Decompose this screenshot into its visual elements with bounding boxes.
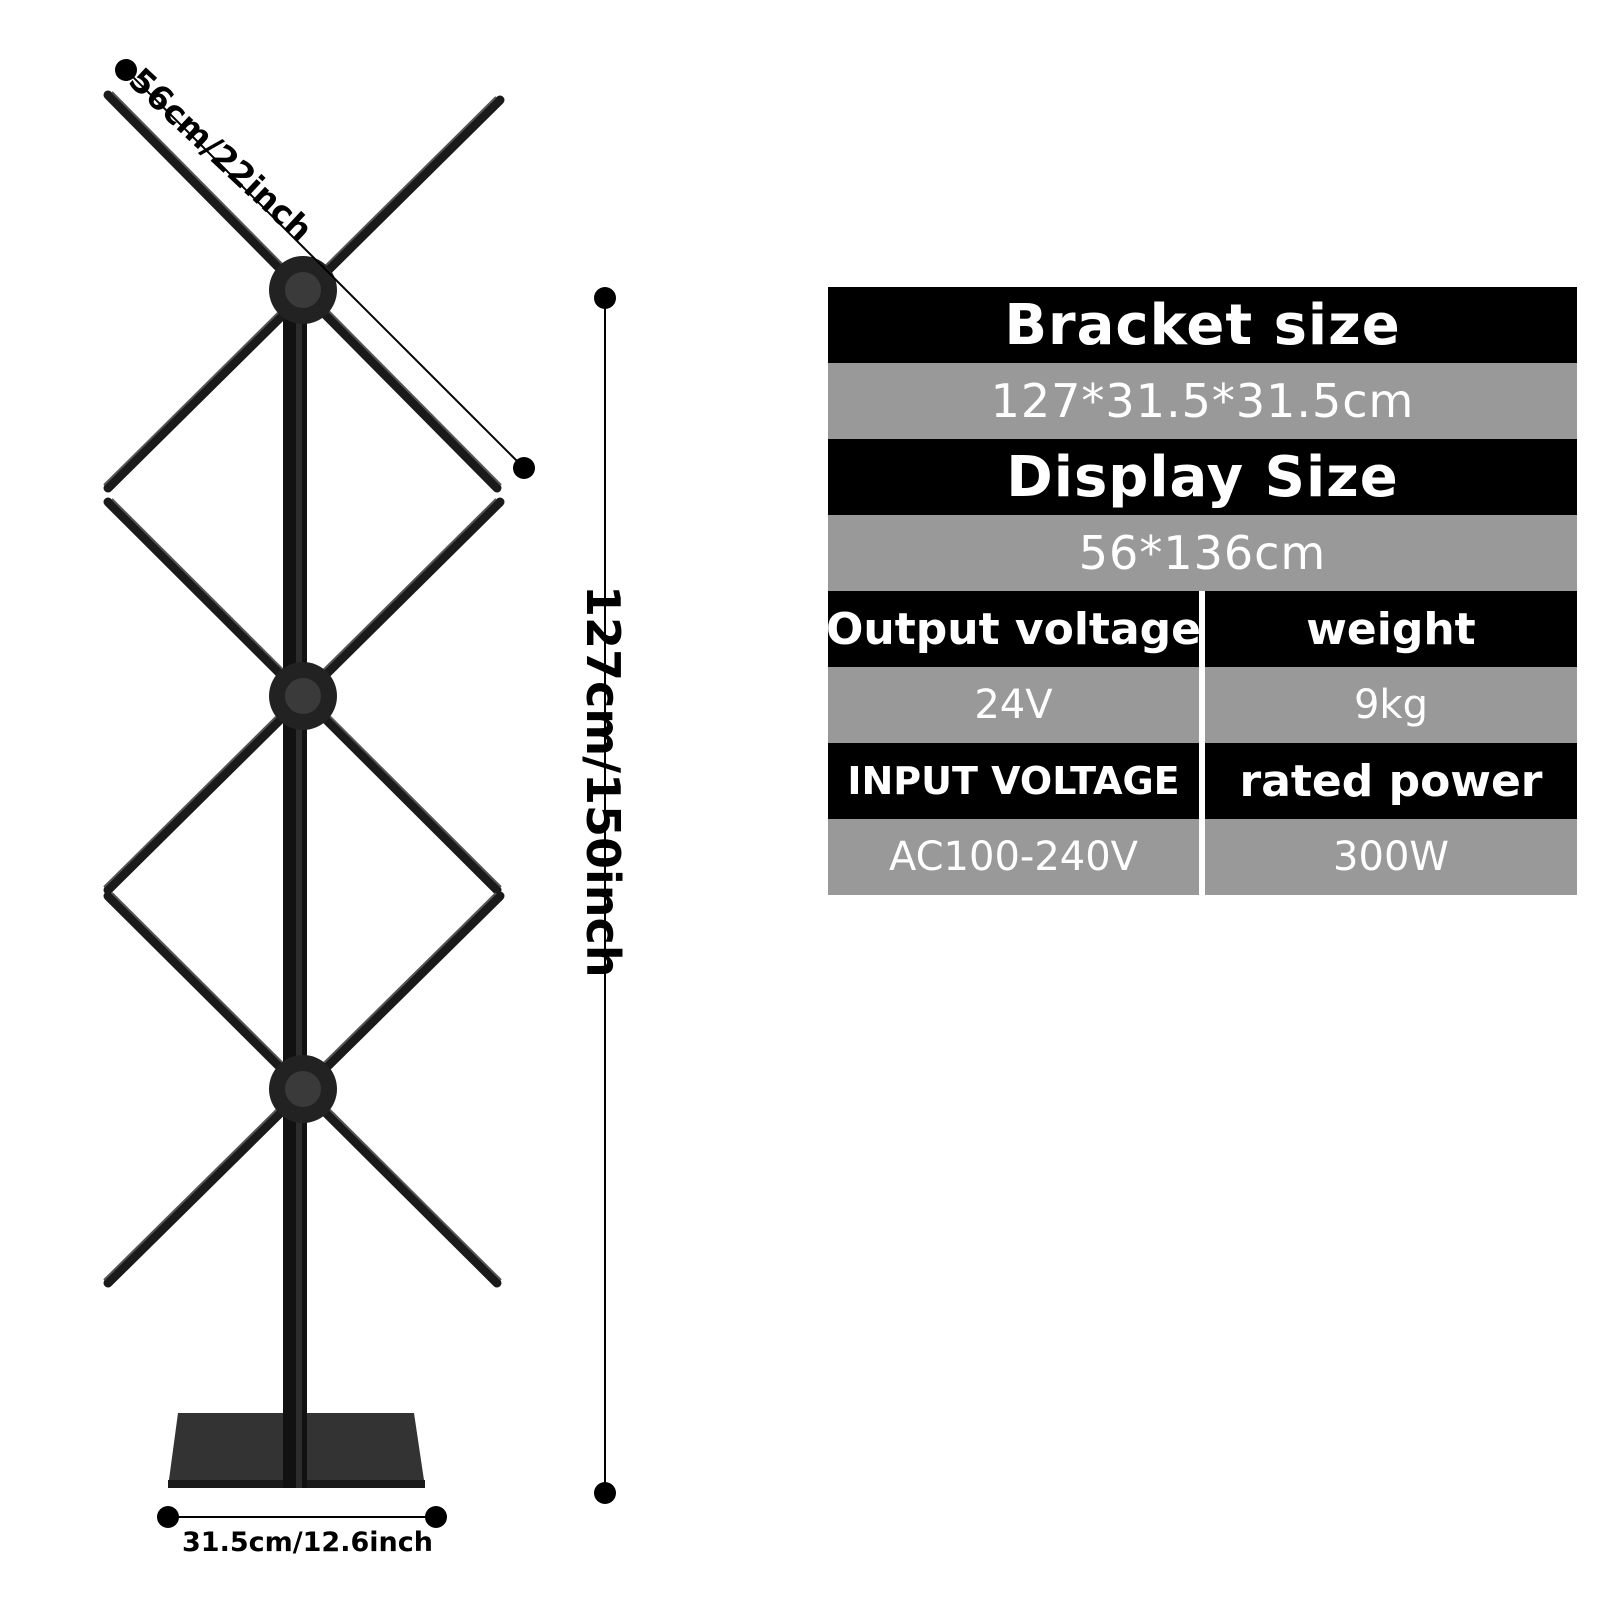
rated-power-header: rated power — [1205, 743, 1577, 819]
spec-table: Bracket size 127*31.5*31.5cm Display Siz… — [828, 287, 1577, 895]
input-voltage-value: AC100-240V — [828, 819, 1199, 895]
base-dimension-label: 31.5cm/12.6inch — [182, 1527, 433, 1558]
display-size-value: 56*136cm — [828, 515, 1577, 591]
rated-power-value: 300W — [1205, 819, 1577, 895]
output-voltage-value: 24V — [828, 667, 1199, 743]
display-size-header: Display Size — [828, 439, 1577, 515]
bracket-size-value: 127*31.5*31.5cm — [828, 363, 1577, 439]
width-dimension-line — [125, 69, 525, 469]
stand-pole — [283, 298, 307, 1488]
weight-value: 9kg — [1205, 667, 1577, 743]
output-voltage-header: Output voltage — [828, 591, 1199, 667]
height-dimension-label: 127cm/150inch — [576, 585, 630, 978]
weight-header: weight — [1205, 591, 1577, 667]
bracket-size-header: Bracket size — [828, 287, 1577, 363]
input-voltage-header: INPUT VOLTAGE — [828, 743, 1199, 819]
